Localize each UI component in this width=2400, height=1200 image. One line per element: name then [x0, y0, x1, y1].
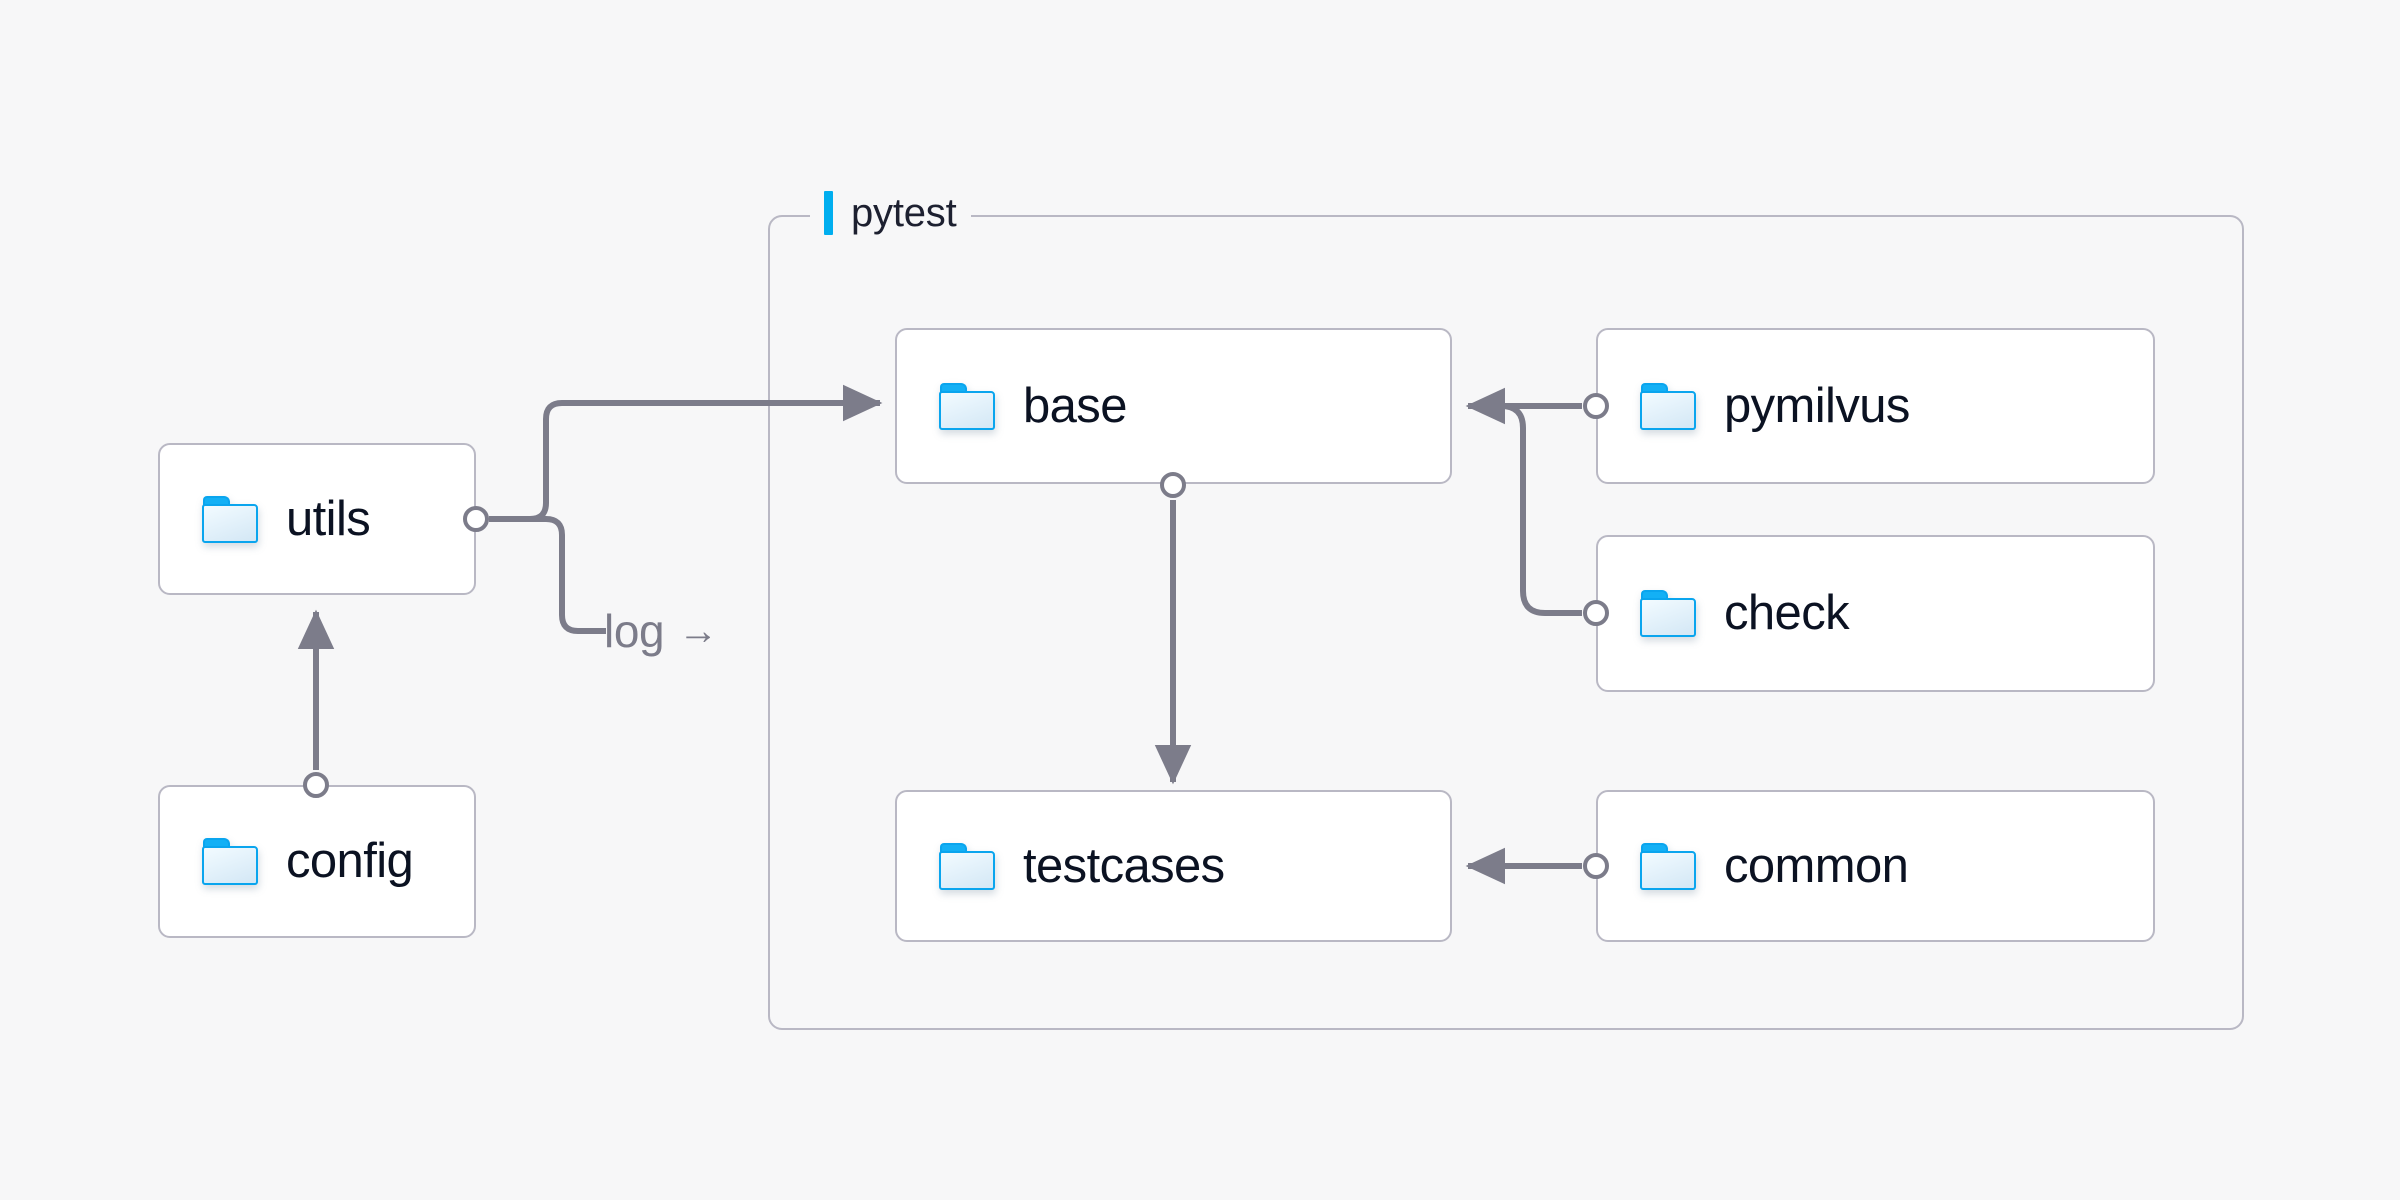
- folder-icon: [939, 842, 995, 890]
- edge-utils-log: [528, 516, 606, 634]
- node-base[interactable]: base: [895, 328, 1452, 484]
- folder-icon: [202, 838, 258, 885]
- port-check-left[interactable]: [1583, 600, 1609, 626]
- node-common-label: common: [1724, 838, 1909, 893]
- group-pytest-title: pytest: [810, 186, 971, 240]
- folder-icon: [1640, 382, 1696, 430]
- node-pymilvus-label: pymilvus: [1724, 378, 1910, 433]
- node-utils[interactable]: utils: [158, 443, 476, 595]
- arrow-right-icon: →: [678, 609, 719, 653]
- node-check[interactable]: check: [1596, 535, 2155, 692]
- port-common-left[interactable]: [1583, 853, 1609, 879]
- edge-label-log: log →: [604, 608, 718, 654]
- group-accent-bar: [824, 191, 833, 235]
- node-testcases[interactable]: testcases: [895, 790, 1452, 942]
- node-common[interactable]: common: [1596, 790, 2155, 942]
- folder-icon: [1640, 590, 1696, 637]
- node-testcases-label: testcases: [1023, 838, 1225, 893]
- folder-icon: [1640, 842, 1696, 890]
- node-config-label: config: [286, 834, 414, 888]
- node-config[interactable]: config: [158, 785, 476, 938]
- group-pytest-label: pytest: [851, 190, 957, 235]
- folder-icon: [202, 495, 258, 543]
- port-pymilvus-left[interactable]: [1583, 393, 1609, 419]
- node-utils-label: utils: [286, 491, 371, 546]
- folder-icon: [939, 382, 995, 430]
- node-check-label: check: [1724, 586, 1850, 640]
- port-config-top[interactable]: [303, 772, 329, 798]
- node-base-label: base: [1023, 378, 1127, 433]
- edge-label-log-text: log: [604, 605, 665, 657]
- port-base-bottom[interactable]: [1160, 472, 1186, 498]
- node-pymilvus[interactable]: pymilvus: [1596, 328, 2155, 484]
- port-utils-right[interactable]: [463, 506, 489, 532]
